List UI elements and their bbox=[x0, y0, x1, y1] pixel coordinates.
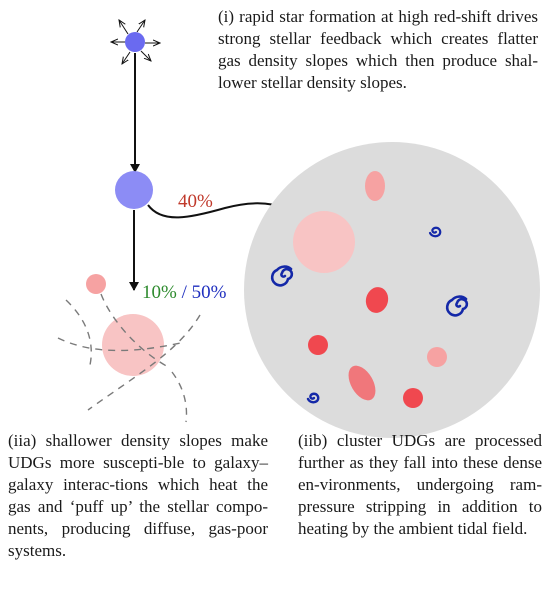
puffed-udg bbox=[102, 314, 164, 376]
field-interaction-region bbox=[57, 274, 201, 423]
cluster-fraction-label: 40% bbox=[178, 191, 213, 212]
caption-stage-iib: (iib) cluster UDGs are processed further… bbox=[298, 431, 542, 538]
field-fraction-sep: / bbox=[176, 282, 192, 303]
companion-galaxy bbox=[86, 274, 106, 294]
spiral-galaxy-icon bbox=[270, 226, 469, 404]
field-fraction-b: 50% bbox=[191, 282, 227, 303]
field-fraction-a: 10% bbox=[142, 282, 177, 303]
field-fraction-label: 10% / 50% bbox=[142, 282, 226, 304]
infalling-udg bbox=[293, 211, 355, 273]
caption-stage-i: (i) rapid star formation at high red-shi… bbox=[218, 7, 538, 92]
galaxy-cluster bbox=[244, 142, 540, 438]
cluster-members bbox=[293, 171, 447, 408]
caption-stage-iia: (iia) shallower density slopes make UDGs… bbox=[8, 431, 268, 560]
high-z-progenitor-node bbox=[125, 32, 145, 52]
udg-node bbox=[115, 171, 153, 209]
outflow-arrows-icon bbox=[111, 20, 160, 64]
